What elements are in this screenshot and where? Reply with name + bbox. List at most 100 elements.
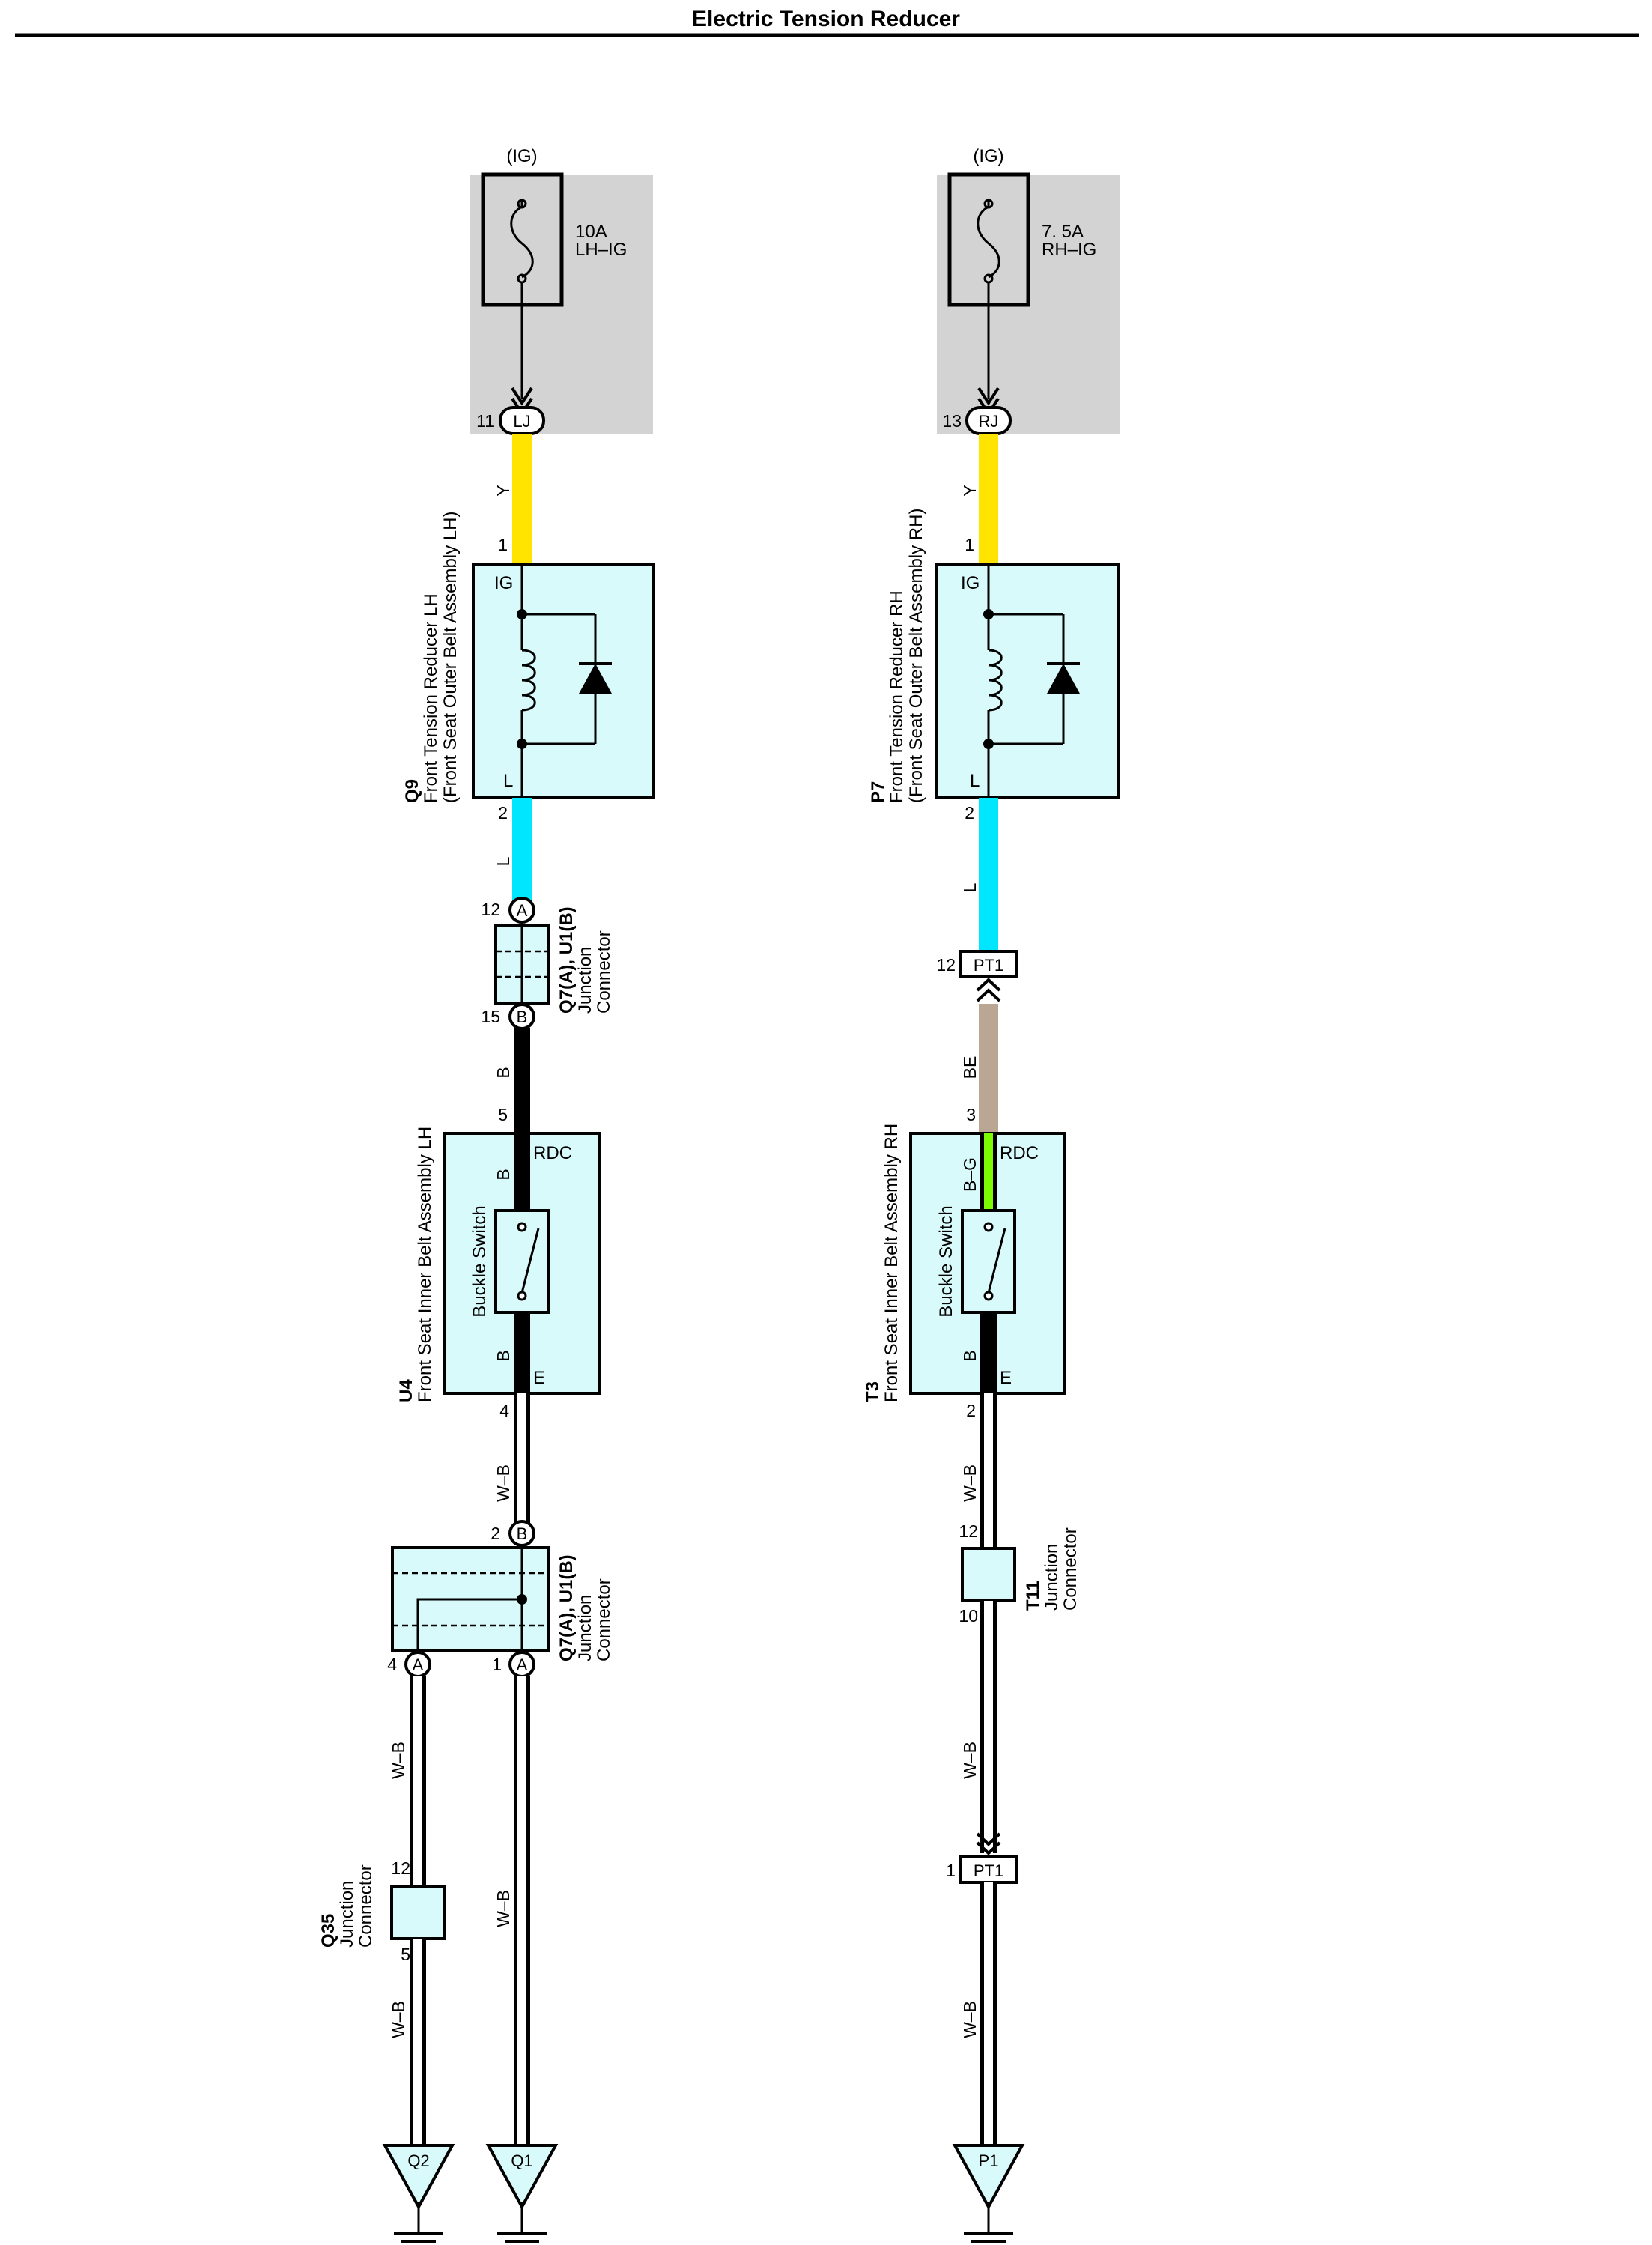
rh-reducer-pin-bot: 2 <box>965 803 974 822</box>
lh-jc2-top-label: B <box>517 1524 528 1543</box>
lh-ground-q2-icon <box>392 2201 445 2245</box>
lh-ig-source-label: (IG) <box>506 146 537 166</box>
lh-jc1-pin-top: 12 <box>481 900 500 919</box>
lh-reducer-body <box>472 563 655 799</box>
lh-wire-wb2 <box>410 1676 426 1886</box>
rh-reducer-sub: (Front Seat Outer Belt Assembly RH) <box>906 509 926 803</box>
lh-reducer-id: Q9 <box>402 779 422 803</box>
lh-lj-pin: 11 <box>476 411 494 431</box>
rh-coil-icon <box>988 649 1003 712</box>
rh-wire-wb2-label: W–B <box>960 1742 980 1779</box>
lh-wire-black-label: B <box>494 1067 513 1078</box>
rh-pt1-top-arrow-icon <box>976 978 1001 1002</box>
rh-wire-wb3 <box>980 1882 997 2145</box>
rh-buckle-wire-top <box>980 1133 997 1211</box>
rh-fuse-icon <box>977 205 1000 279</box>
lh-ground-q2-label: Q2 <box>407 2151 429 2170</box>
page-title: Electric Tension Reducer <box>692 7 960 31</box>
rh-pt1-top-label: PT1 <box>974 956 1003 975</box>
rh-wire-yellow <box>979 434 998 564</box>
rh-reducer-circuit <box>982 564 1080 798</box>
lh-jc2-top-terminal <box>508 1520 535 1547</box>
lh-jc1-pin-bot: 15 <box>481 1007 500 1026</box>
lh-buckle-wire-top <box>514 1133 530 1211</box>
lh-reducer-pin-bot: 2 <box>498 803 508 822</box>
rh-buckle-pin-bot: 2 <box>966 1401 976 1420</box>
rh-wire-wb1 <box>980 1393 997 1548</box>
rh-ground-p1-icon <box>962 2201 1015 2245</box>
rh-fuse-rating: 7. 5A <box>1042 222 1084 242</box>
rh-t11-body <box>961 1547 1016 1602</box>
rh-t11-line2: Connector <box>1060 1527 1081 1611</box>
rh-reducer-body <box>935 563 1120 799</box>
lh-reducer-pin-top: 1 <box>498 535 508 554</box>
lh-q35-pin-top: 12 <box>391 1858 410 1878</box>
lh-jc2-pin-top: 2 <box>491 1524 500 1543</box>
lh-wire-cyan-label: L <box>494 856 513 866</box>
lh-wire-wb4 <box>410 1939 426 2145</box>
rh-buckle-id: T3 <box>863 1381 883 1402</box>
rh-switch-icon <box>983 1222 1006 1301</box>
lh-buckle-name: Front Seat Inner Belt Assembly LH <box>415 1127 435 1402</box>
lh-buckle-term-rdc: RDC <box>533 1143 572 1163</box>
lh-jc1-line1: Junction <box>575 947 595 1014</box>
lh-ground-q1-triangle <box>485 2144 559 2211</box>
rh-fuse-name: RH–IG <box>1042 240 1096 260</box>
rh-diode-icon <box>1047 664 1080 694</box>
lh-diode-icon <box>579 664 612 694</box>
lh-jc1-top-label: A <box>517 901 528 920</box>
lh-q35-body <box>390 1885 446 1940</box>
rh-t11-pin-top: 12 <box>959 1521 978 1541</box>
lh-q35-line1: Junction <box>337 1881 357 1948</box>
rh-wire-wb2 <box>980 1601 997 1853</box>
rh-wire-wb3-label: W–B <box>960 2001 980 2038</box>
rh-wire-beige <box>979 1004 998 1133</box>
lh-buckle-switch-label: Buckle Switch <box>470 1205 490 1317</box>
rh-rj-pin: 13 <box>942 411 962 431</box>
lh-fuse-rating: 10A <box>575 222 607 242</box>
rh-buckle-wire-in-bot: B <box>960 1350 980 1361</box>
rh-wire-cyan <box>979 798 998 951</box>
lh-reducer-term-l: L <box>503 771 513 791</box>
lh-buckle-pin-top: 5 <box>498 1105 508 1124</box>
lh-buckle-wire-bot <box>514 1312 530 1393</box>
rh-buckle-term-rdc: RDC <box>1000 1143 1039 1163</box>
rh-buckle-switch-label: Buckle Switch <box>936 1205 956 1317</box>
rh-buckle-wire-in-top: B–G <box>960 1157 980 1192</box>
rh-reducer-name: Front Tension Reducer RH <box>887 590 907 803</box>
rh-t11-line1: Junction <box>1042 1544 1062 1611</box>
lh-wire-cyan <box>512 798 532 903</box>
lh-wire-wb3 <box>514 1676 530 2145</box>
lh-jc2-id: Q7(A), U1(B) <box>556 1554 577 1661</box>
rh-reducer-term-l: L <box>970 771 980 791</box>
lh-q35-line2: Connector <box>356 1864 376 1948</box>
lh-reducer-circuit <box>515 564 612 798</box>
rh-t11-pin-bot: 10 <box>959 1606 978 1626</box>
lh-switch-icon <box>517 1222 540 1301</box>
lh-jc2-line2: Connector <box>594 1578 614 1661</box>
lh-wire-wb4-label: W–B <box>389 2001 408 2038</box>
lh-wire-yellow-label: Y <box>494 485 513 496</box>
rh-wire-yellow-label: Y <box>960 485 980 496</box>
rh-buckle-term-e: E <box>1000 1368 1012 1388</box>
rh-reducer-pin-top: 1 <box>965 535 974 554</box>
lh-wire-wb1-label: W–B <box>494 1464 513 1502</box>
rh-ground-p1-label: P1 <box>979 2151 999 2170</box>
lh-wire-wb2-label: W–B <box>389 1742 408 1779</box>
rh-wire-wb1-label: W–B <box>960 1464 980 1502</box>
rh-buckle-wire-bot <box>980 1312 997 1393</box>
rh-buckle-pin-top: 3 <box>966 1105 976 1124</box>
lh-jc1-id: Q7(A), U1(B) <box>556 906 577 1014</box>
lh-fuse-icon <box>510 205 534 279</box>
lh-reducer-term-ig: IG <box>494 573 513 593</box>
lh-jc2-pin-l: 4 <box>387 1655 397 1674</box>
lh-buckle-wire-in-top: B <box>494 1169 513 1180</box>
lh-q35-pin-bot: 5 <box>401 1945 410 1964</box>
lh-reducer-sub: (Front Seat Outer Belt Assembly LH) <box>440 512 461 803</box>
rh-pt1-bot-arrow-icon <box>976 1832 1001 1855</box>
lh-buckle-id: U4 <box>396 1379 416 1402</box>
lh-q35-id: Q35 <box>318 1914 338 1948</box>
lh-fuse-name: LH–IG <box>575 240 627 260</box>
lh-jc1-bot-label: B <box>517 1008 528 1026</box>
